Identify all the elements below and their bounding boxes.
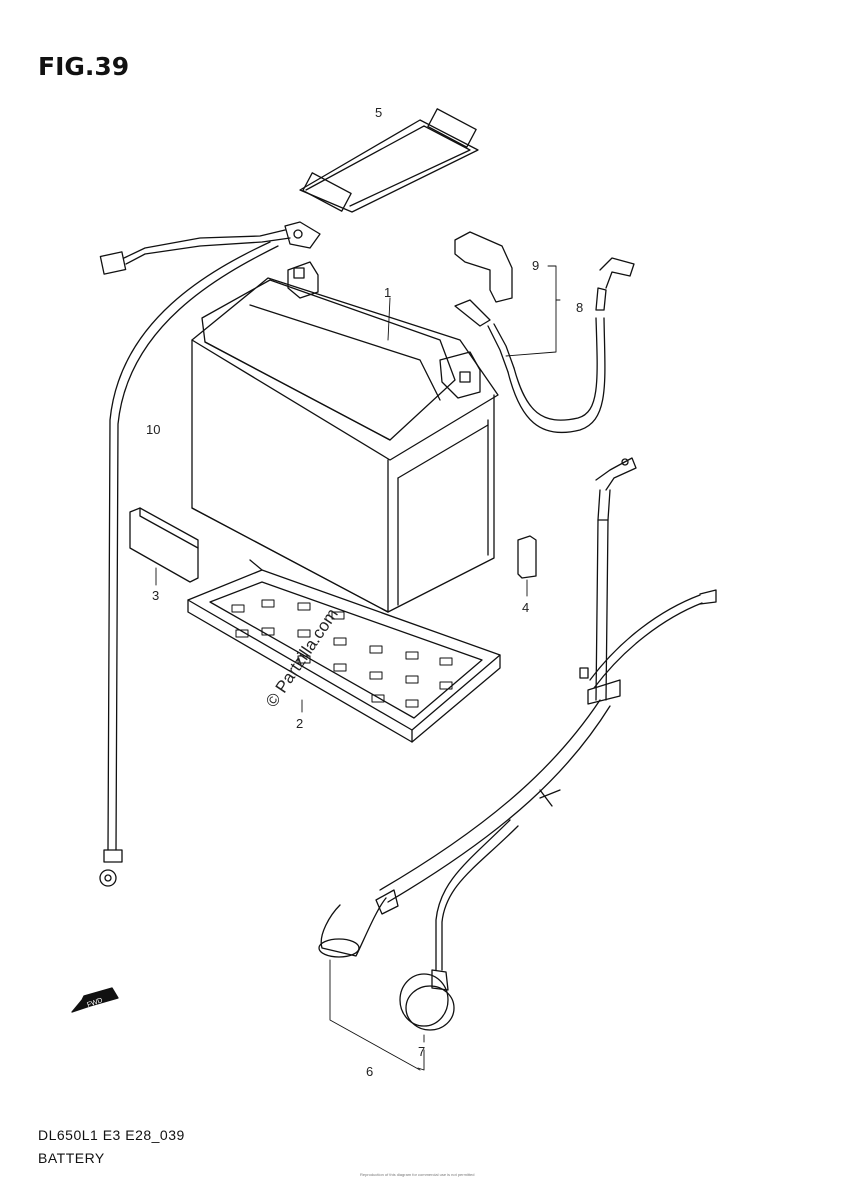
terminal-cover (454, 231, 513, 303)
battery (191, 261, 499, 613)
wiring-harness (99, 221, 321, 887)
battery-tray (187, 559, 501, 743)
copyright-notice: Reproduction of this diagram for commerc… (360, 1172, 475, 1177)
diagram-code: DL650L1 E3 E28_039 (38, 1127, 185, 1143)
callout-6: 6 (366, 1064, 373, 1079)
negative-cable (318, 457, 717, 971)
callout-2: 2 (296, 716, 303, 731)
callout-9: 9 (532, 258, 539, 273)
callout-1: 1 (384, 285, 391, 300)
callout-8: 8 (576, 300, 583, 315)
figure-title: FIG.39 (38, 52, 130, 81)
fwd-arrow-icon (71, 987, 119, 1013)
callout-10: 10 (146, 422, 160, 437)
callout-4: 4 (522, 600, 529, 615)
terminal-cap (399, 969, 455, 1031)
small-pad (517, 535, 537, 579)
leader-lines (155, 265, 561, 1071)
diagram-name: BATTERY (38, 1150, 105, 1166)
battery-strap (299, 108, 479, 213)
positive-cable (454, 257, 635, 434)
callout-7: 7 (418, 1044, 425, 1059)
battery-pad (129, 507, 199, 583)
callout-3: 3 (152, 588, 159, 603)
callout-5: 5 (375, 105, 382, 120)
